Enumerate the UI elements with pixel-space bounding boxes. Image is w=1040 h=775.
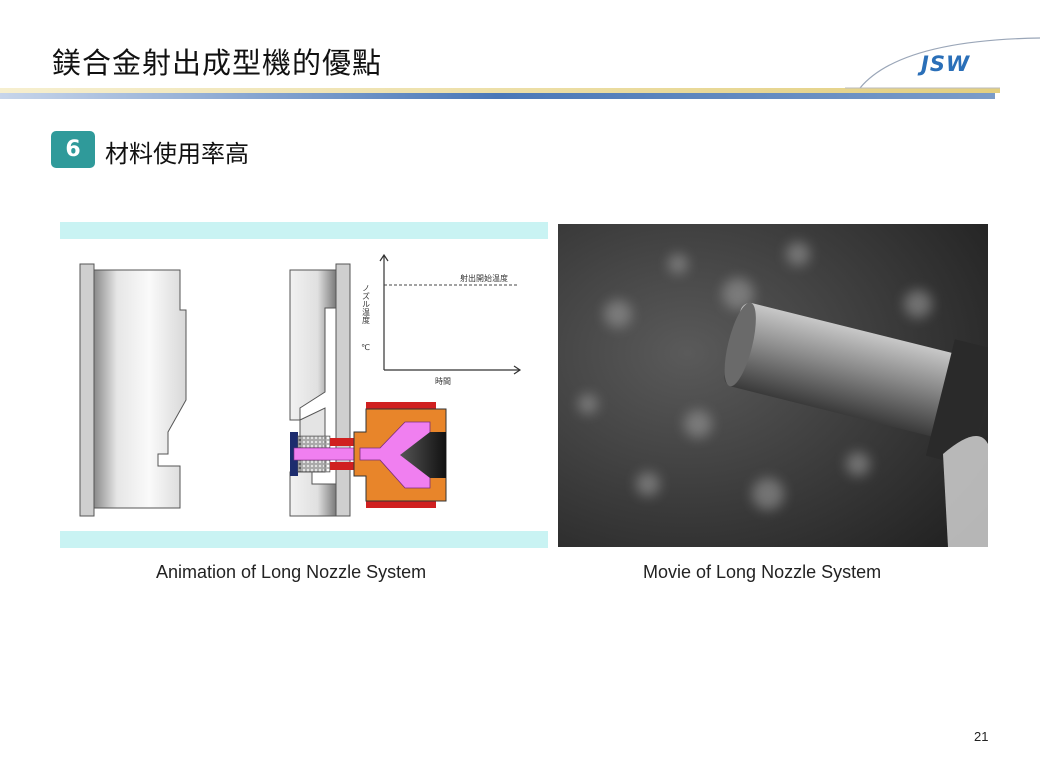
graph-y-unit: ℃ [361, 343, 370, 352]
graph-y-label: ノズル温度 [362, 284, 371, 325]
moving-mold-half [289, 263, 351, 517]
long-nozzle-movie[interactable] [558, 224, 988, 547]
long-nozzle [290, 432, 355, 476]
section-number-badge: 6 [51, 131, 95, 168]
slide-title: 鎂合金射出成型機的優點 [52, 46, 383, 80]
page-number: 21 [974, 729, 989, 744]
header-decoration [0, 37, 1040, 99]
injection-barrel [353, 402, 447, 508]
animation-caption: Animation of Long Nozzle System [156, 562, 427, 582]
jsw-logo: JSW [921, 52, 971, 76]
section-title: 材料使用率高 [105, 140, 249, 168]
fixed-mold-half [79, 263, 187, 517]
graph-threshold-label: 射出開始温度 [460, 273, 508, 283]
graph-x-label: 時間 [435, 377, 451, 386]
long-nozzle-animation[interactable]: 射出開始温度 ノズル温度 ℃ 時間 [60, 222, 548, 548]
movie-caption: Movie of Long Nozzle System [643, 562, 882, 582]
top-band [60, 222, 548, 239]
bottom-band [60, 531, 548, 548]
nozzle-temperature-graph: 射出開始温度 ノズル温度 ℃ 時間 [361, 253, 522, 386]
nozzle-photo-object [724, 302, 988, 467]
